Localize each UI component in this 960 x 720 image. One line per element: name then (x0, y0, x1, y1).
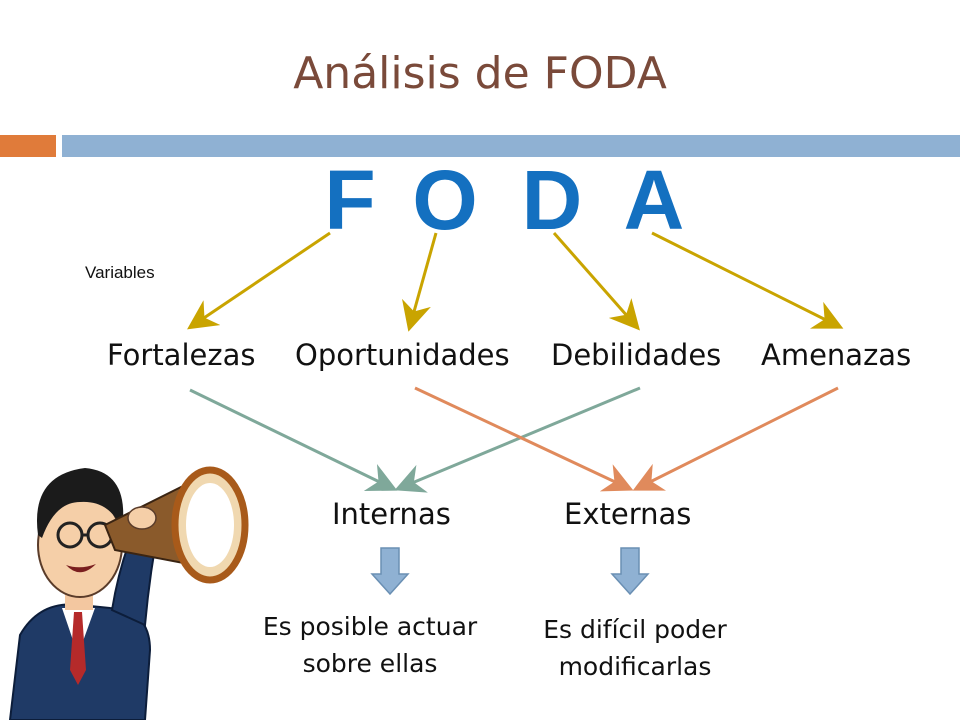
arrow-o-oportunidades (402, 232, 438, 332)
note-externas: Es difícil poder modificarlas (530, 611, 740, 685)
note-internas: Es posible actuar sobre ellas (250, 608, 490, 682)
arrow-oportunidades-externas (414, 386, 634, 492)
acronym-letter-f: F (324, 153, 376, 247)
note-internas-line-2: sobre ellas (302, 649, 438, 678)
accent-bar-blue (62, 135, 960, 157)
arrow-f-fortalezas (187, 231, 331, 330)
down-arrow-externas (610, 547, 650, 596)
variable-amenazas: Amenazas (761, 338, 912, 372)
arrow-amenazas-externas (632, 386, 839, 491)
acronym-letter-o: O (412, 153, 478, 247)
arrow-d-debilidades (552, 232, 640, 331)
down-arrow-internas (370, 547, 410, 596)
variable-fortalezas: Fortalezas (107, 338, 256, 372)
group-externas: Externas (564, 497, 692, 531)
note-internas-line-1: Es posible actuar (262, 612, 478, 641)
note-externas-line-1: Es difícil poder (543, 615, 727, 644)
arrow-a-amenazas (651, 231, 844, 329)
acronym-letter-d: D (521, 153, 583, 247)
arrow-fortalezas-internas (189, 388, 398, 492)
variable-oportunidades: Oportunidades (295, 338, 510, 372)
variables-label: Variables (85, 263, 155, 282)
acronym-letter-a: A (623, 153, 685, 247)
accent-bar-orange (0, 135, 56, 157)
group-internas: Internas (332, 497, 451, 531)
note-externas-line-2: modificarlas (558, 652, 712, 681)
variable-debilidades: Debilidades (551, 338, 722, 372)
slide-title: Análisis de FODA (293, 48, 667, 99)
man-with-telescope-icon (8, 466, 249, 720)
